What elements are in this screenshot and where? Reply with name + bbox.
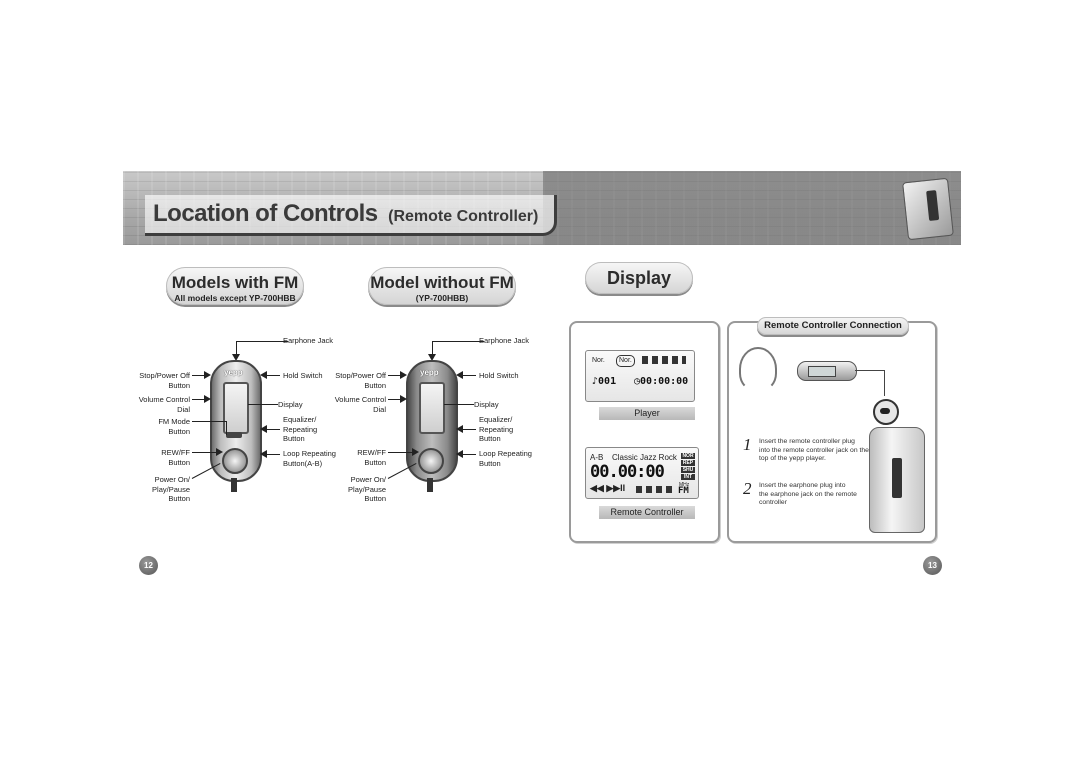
lcd-mhz: MHz xyxy=(679,482,690,488)
label-hold-switch-2: Hold Switch xyxy=(479,371,519,380)
play-pause-wheel-2[interactable] xyxy=(418,448,444,474)
display-title: Display xyxy=(606,268,672,288)
display-panel: Nor. Nor. ♪001 ◷00:00:00 Player A-B Clas… xyxy=(569,321,720,543)
yepp-logo: yepp xyxy=(224,368,243,377)
remote-cable-line xyxy=(855,370,885,371)
player-caption: Player xyxy=(599,407,695,420)
remote-display-2 xyxy=(419,382,445,434)
lcd-status-icons xyxy=(642,356,686,364)
lcd-fm: FM xyxy=(678,486,689,496)
play-pause-wheel[interactable] xyxy=(222,448,248,474)
page-number-right: 13 xyxy=(923,556,942,575)
lcd-nor-2: Nor. xyxy=(616,355,635,367)
remote-caption: Remote Controller xyxy=(599,506,695,519)
step-2-text: Insert the earphone plug into the earpho… xyxy=(759,482,857,506)
lcd-track-number: ♪001 xyxy=(592,376,617,387)
label-hold-switch: Hold Switch xyxy=(283,371,323,380)
fm-mode-button[interactable] xyxy=(226,432,242,438)
display-heading: Display xyxy=(585,262,693,294)
lcd-remote-icons xyxy=(636,486,672,493)
model-without-fm-title: Model without FM xyxy=(370,273,514,292)
model-without-fm-sub: (YP-700HBB) xyxy=(415,293,469,303)
lcd-remote-time: 00.00:00 xyxy=(590,462,665,482)
header-title-box: Location of Controls (Remote Controller) xyxy=(145,195,558,236)
models-with-fm-sub: All models except YP-700HBB xyxy=(174,293,296,303)
model-without-fm-heading: Model without FM xyxy=(368,267,516,305)
label-display-2: Display xyxy=(474,400,499,409)
yepp-logo-2: yepp xyxy=(420,368,439,377)
step-1-number: 1 xyxy=(743,435,752,454)
remote-lcd: A-B Classic Jazz Rock 00.00:00 NOR REP S… xyxy=(585,447,699,499)
label-earphone-jack-2: Earphone Jack xyxy=(479,336,530,345)
lcd-nor-1: Nor. xyxy=(592,357,605,364)
step-1-text: Insert the remote controller plug into t… xyxy=(759,438,869,462)
lcd-side-tags: NOR REP SHU INT xyxy=(681,453,695,480)
remote-cable-2 xyxy=(427,478,433,492)
jack-zoom-icon xyxy=(873,399,899,425)
lcd-ab: A-B xyxy=(590,453,604,462)
remote-display xyxy=(223,382,249,434)
models-with-fm-heading: Models with FM xyxy=(166,267,304,305)
models-with-fm-title: Models with FM xyxy=(171,273,299,292)
lcd-eq-modes: Classic Jazz Rock xyxy=(612,453,677,462)
step-2-number: 2 xyxy=(743,479,752,498)
lcd-transport-icons: ◀◀ ▶▶II xyxy=(590,483,626,493)
connection-title: Remote Controller Connection xyxy=(764,320,902,331)
earphones-image xyxy=(739,347,777,391)
banner-player-image xyxy=(902,177,954,241)
player-lcd: Nor. Nor. ♪001 ◷00:00:00 xyxy=(585,350,695,402)
label-display: Display xyxy=(278,400,303,409)
lcd-play-time: ◷00:00:00 xyxy=(634,376,689,387)
remote-cable xyxy=(231,478,237,492)
yepp-player-image xyxy=(869,427,925,533)
page-subtitle: (Remote Controller) xyxy=(388,208,539,225)
label-earphone-jack: Earphone Jack xyxy=(283,336,334,345)
remote-controller-image xyxy=(797,361,857,381)
connection-panel: Remote Controller Connection 1 Insert th… xyxy=(727,317,937,543)
page-number-left: 12 xyxy=(139,556,158,575)
connection-heading: Remote Controller Connection xyxy=(757,317,909,335)
page-title: Location of Controls xyxy=(153,200,378,227)
